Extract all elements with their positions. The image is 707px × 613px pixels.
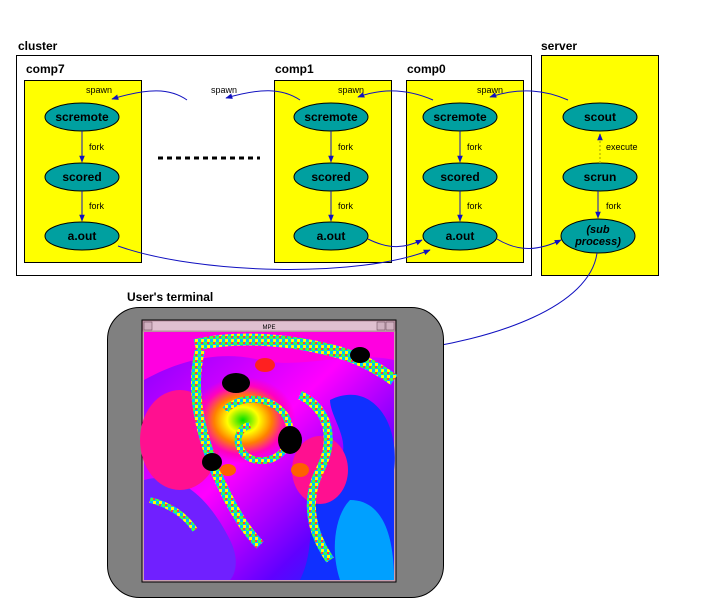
edge-label-fork: fork — [89, 201, 105, 211]
node-label: scout — [584, 110, 616, 124]
edge-label-fork: fork — [338, 142, 354, 152]
cluster-label: cluster — [18, 39, 58, 53]
edge-label-fork: fork — [467, 142, 483, 152]
server-label: server — [541, 39, 577, 53]
node-label: scremote — [304, 110, 358, 124]
mpe-window-title: MPE — [262, 325, 275, 331]
window-minimize-button[interactable] — [376, 321, 386, 331]
node-comp1-scored: scored — [293, 162, 369, 192]
node-comp0-aout: a.out — [422, 221, 498, 251]
node-label: scremote — [55, 110, 109, 124]
edge-label-execute: execute — [606, 142, 638, 152]
node-comp7-scremote: scremote — [44, 102, 120, 132]
node-server-scout: scout — [562, 102, 638, 132]
node-comp0-scremote: scremote — [422, 102, 498, 132]
node-label: scored — [440, 170, 479, 184]
node-label: scored — [311, 170, 350, 184]
host-label-comp0: comp0 — [407, 62, 446, 76]
node-comp1-scremote: scremote — [293, 102, 369, 132]
node-label: a.out — [68, 229, 97, 243]
node-label-line1: (sub — [586, 224, 610, 236]
node-label: scored — [62, 170, 101, 184]
node-label: a.out — [446, 229, 475, 243]
edge-label-fork: fork — [467, 201, 483, 211]
mpe-window: MPE — [140, 319, 398, 583]
edge-label-fork: fork — [606, 201, 622, 211]
edge-label-spawn: spawn — [477, 85, 503, 95]
fork-edges — [79, 131, 601, 222]
terminal-label: User's terminal — [127, 290, 213, 304]
host-label-comp1: comp1 — [275, 62, 314, 76]
node-label: a.out — [317, 229, 346, 243]
node-label-line2: process) — [574, 236, 621, 248]
node-comp7-scored: scored — [44, 162, 120, 192]
node-server-subprocess: (sub process) — [560, 218, 636, 254]
spawn-edges — [111, 90, 569, 101]
edge-label-fork: fork — [89, 142, 105, 152]
fractal-image — [140, 332, 398, 580]
node-label: scremote — [433, 110, 487, 124]
mpe-titlebar[interactable] — [142, 320, 396, 332]
node-comp0-scored: scored — [422, 162, 498, 192]
node-server-scrun: scrun — [562, 162, 638, 192]
window-maximize-button[interactable] — [385, 321, 395, 331]
host-label-comp7: comp7 — [26, 62, 65, 76]
edge-label-spawn: spawn — [211, 85, 237, 95]
window-menu-button[interactable] — [143, 321, 153, 331]
node-label: scrun — [584, 170, 617, 184]
edge-label-spawn: spawn — [86, 85, 112, 95]
edge-label-fork: fork — [338, 201, 354, 211]
node-comp7-aout: a.out — [44, 221, 120, 251]
node-comp1-aout: a.out — [293, 221, 369, 251]
edge-label-spawn: spawn — [338, 85, 364, 95]
